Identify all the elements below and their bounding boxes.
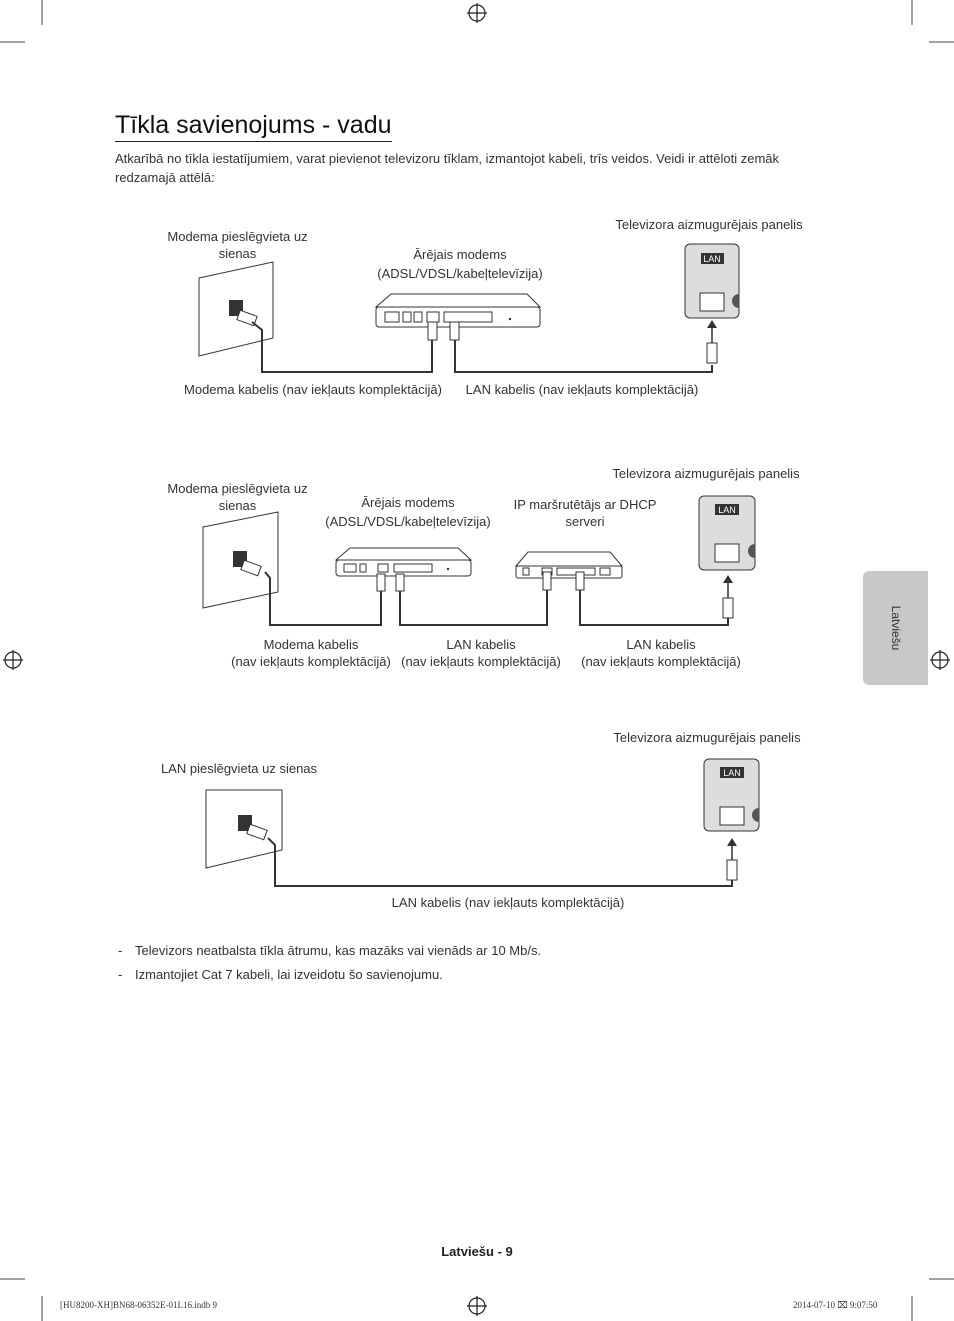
router-label: IP maršrutētājs ar DHCP serveri [513, 497, 657, 529]
print-info-left: [HU8200-XH]BN68-06352E-01L16.indb 9 [60, 1300, 217, 1310]
cable-label-lan-2-note: (nav iekļauts komplektācijā) [581, 654, 741, 669]
wall-outlet-icon [202, 511, 279, 609]
wall-outlet-icon [205, 789, 283, 869]
modem-label-sub: (ADSL/VDSL/kabeļtelevīzija) [377, 266, 543, 281]
tv-label: Televizora aizmugurējais panelis [612, 466, 800, 481]
arrow-icon [727, 838, 737, 860]
arrow-icon [707, 320, 717, 343]
cable-label-modem: Modema kabelis (nav iekļauts komplektāci… [184, 382, 442, 397]
tv-label: Televizora aizmugurējais panelis [613, 730, 801, 745]
modem-label-sub: (ADSL/VDSL/kabeļtelevīzija) [325, 514, 491, 529]
modem-icon [374, 293, 542, 328]
router-icon [514, 551, 624, 579]
tv-label: Televizora aizmugurējais panelis [615, 217, 803, 232]
tv-panel-icon [684, 243, 740, 319]
intro-text: Atkarībā no tīkla iestatījumiem, varat p… [115, 151, 780, 185]
lan-port-label: LAN [703, 254, 721, 264]
tv-panel-icon [703, 758, 760, 832]
cable-label-lan-1-note: (nav iekļauts komplektācijā) [401, 654, 561, 669]
cable-label-lan-2: LAN kabelis [626, 637, 696, 652]
modem-label: Ārējais modems [413, 247, 507, 262]
wall-outlet-icon [198, 261, 274, 357]
modem-label: Ārējais modems [361, 495, 455, 510]
lan-port-label: LAN [723, 768, 741, 778]
wall-label: Modema pieslēgvieta uz sienas [167, 481, 308, 513]
note-item: -Izmantojiet Cat 7 kabeli, lai izveidotu… [118, 967, 443, 982]
note-item: -Televizors neatbalsta tīkla ātrumu, kas… [118, 943, 542, 958]
cable-label-lan: LAN kabelis (nav iekļauts komplektācijā) [465, 382, 699, 397]
arrow-icon [723, 575, 733, 598]
lan-port-label: LAN [718, 505, 736, 515]
page-footer: Latviešu - 9 [441, 1244, 513, 1259]
wall-label: LAN pieslēgvieta uz sienas [160, 761, 318, 776]
cable-label-modem: Modema kabelis [263, 637, 359, 652]
modem-icon [334, 547, 473, 577]
cable-label-lan-1: LAN kabelis [446, 637, 516, 652]
tv-panel-icon [698, 495, 756, 571]
registration-mark-icon [3, 3, 950, 1316]
wall-label: Modema pieslēgvieta uz sienas [167, 229, 308, 261]
language-tab: Latviešu [863, 571, 928, 685]
print-info-right: 2014-07-10 ⌧ 9:07:50 [793, 1300, 878, 1310]
page-title: Tīkla savienojums - vadu [115, 110, 392, 142]
cable-label-modem-note: (nav iekļauts komplektācijā) [231, 654, 391, 669]
cable-label-lan: LAN kabelis (nav iekļauts komplektācijā) [391, 895, 625, 910]
